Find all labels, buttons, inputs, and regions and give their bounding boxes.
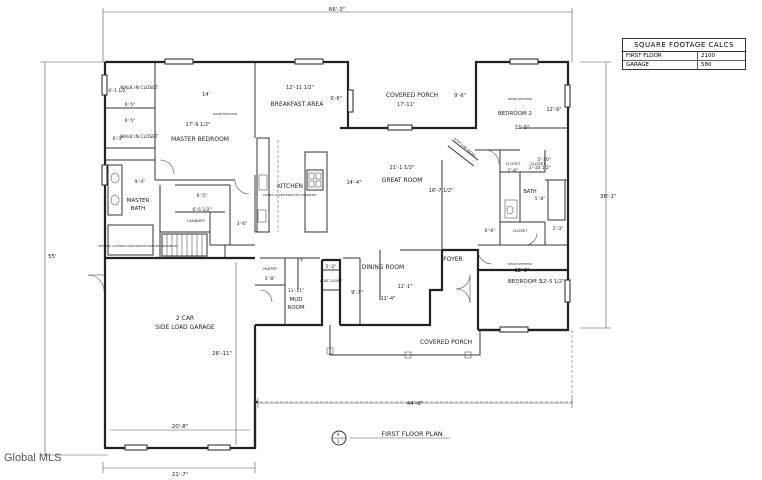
room-master-bath-2: BATH <box>131 206 146 212</box>
room-dining-room: DINING ROOM <box>362 264 404 271</box>
porch-note: ROOF LINE ABOVE <box>453 137 477 158</box>
dim-breakfast-d: 9'-6" <box>330 96 342 102</box>
north-arrow: A 1 <box>331 430 450 446</box>
bath-fixtures <box>107 164 566 256</box>
sqft-label: FIRST FLOOR <box>623 52 698 60</box>
room-closet-a: CLOSET <box>506 161 521 166</box>
room-garage-line2: SIDE LOAD GARAGE <box>155 324 215 331</box>
dim-bath2-d: 5'-8" <box>535 196 546 202</box>
dim-overall-width: 66'-3" <box>329 7 346 13</box>
svg-text:A: A <box>337 432 340 437</box>
porch-bottom <box>255 325 573 403</box>
windows <box>101 58 571 451</box>
room-foyer: FOYER <box>443 256 462 263</box>
dim-hall-w: 3'-6" <box>237 221 248 227</box>
room-closet-c: CLOSET <box>513 228 528 233</box>
sqft-value: 2100 <box>701 53 715 59</box>
watermark-logo: Global MLS <box>4 452 62 464</box>
dim-wic2-d: 6'-3" <box>113 136 124 142</box>
smoke-detector-1: SMOKE DETECTOR <box>213 112 237 116</box>
dim-breakfast-w: 12'-11 1/2" <box>286 85 314 91</box>
dimension-lines <box>40 8 611 473</box>
dim-right-depth: 38'-1" <box>600 194 617 200</box>
dim-bed2-w: 12'-5" <box>514 125 529 131</box>
dim-garage-depth: 26'-11" <box>212 351 232 357</box>
room-covered-porch-top: COVERED PORCH <box>386 92 438 99</box>
smoke-detector-2: SMOKE DETECTOR <box>508 97 532 101</box>
dim-great-d2: 16'-7 1/2" <box>429 188 454 194</box>
angled-wall <box>447 139 479 167</box>
kitchen-fixtures <box>256 137 328 233</box>
dim-laundry-w: 6'-5" <box>197 193 208 199</box>
dim-porch-d: 9'-6" <box>454 93 466 99</box>
svg-text:1: 1 <box>337 439 340 444</box>
room-great-room: GREAT ROOM <box>382 177 423 184</box>
plan-title: FIRST FLOOR PLAN <box>381 430 442 438</box>
dim-garage-inner-width: 20'-8" <box>172 424 189 430</box>
dim-laundry-w2: 6'-5 1/2" <box>192 207 211 213</box>
dim-closet-w2: 2'-10 1/2" <box>529 165 551 171</box>
interior-walls <box>105 62 568 325</box>
sqft-label: GARAGE <box>623 61 698 69</box>
sqft-value: 580 <box>701 62 712 68</box>
dim-closet-w1: 5'-10" <box>537 157 551 163</box>
dim-dining-w: 11'-4" <box>380 296 395 302</box>
dim-master-d: 17'-9 1/2" <box>186 122 211 128</box>
room-labels: BREAKFAST AREA COVERED PORCH BEDROOM 2 M… <box>120 85 546 346</box>
sqft-row-garage: GARAGE 580 <box>623 61 745 69</box>
sqft-row-first-floor: FIRST FLOOR 2100 <box>623 52 745 61</box>
dimension-labels: 66'-3" 55' 38'-1" 44'-8" 21'-7" 20'-8" 2… <box>48 7 617 478</box>
dim-bed3-d: 12'-5 1/2" <box>540 279 565 285</box>
dim-great-d: 14'-4" <box>346 180 361 186</box>
room-garage-line1: 2 CAR <box>176 315 194 322</box>
exterior-walls <box>103 60 570 450</box>
doors <box>87 149 538 304</box>
dim-wic1-d: 6'-1 1/2" <box>108 88 127 94</box>
dim-closet-d: 2'-3" <box>553 226 564 232</box>
dim-wic1-w: 6'-5" <box>125 102 136 108</box>
room-mud-room-line2: ROOM <box>287 305 304 311</box>
square-footage-table: SQUARE FOOTAGE CALCS FIRST FLOOR 2100 GA… <box>622 38 746 70</box>
dim-porch-w: 17'-11" <box>397 102 415 108</box>
room-coat-closet: COAT CLOSET <box>320 279 342 283</box>
room-pantry: PANTRY <box>263 267 277 271</box>
dim-dining-d2: 11'-1" <box>397 284 412 290</box>
room-master-bedroom: MASTER BEDROOM <box>171 136 229 143</box>
room-walk-in-closet-2: WALK IN CLOSET <box>120 134 158 140</box>
room-laundry: LAUNDRY <box>187 218 206 223</box>
stair <box>161 233 208 257</box>
dim-coat-d: 5'-2" <box>326 264 337 270</box>
dim-bed3-w: 12'-5" <box>514 268 529 274</box>
dim-great-w: 21'-1 1/2" <box>390 165 415 171</box>
room-mud-room-line1: MUD <box>289 297 302 303</box>
dim-lower-width: 44'-8" <box>407 401 424 407</box>
dim-coat-w: 4' <box>300 257 304 263</box>
dim-overall-depth: 55' <box>48 254 57 260</box>
room-master-bath-1: MASTER <box>127 198 150 204</box>
notes: FRONT COVER EDGE OF CABINETRY WET MOP 1 … <box>98 97 532 266</box>
dim-foyer-w: 6'-6" <box>485 228 496 234</box>
room-breakfast-area: BREAKFAST AREA <box>271 101 325 108</box>
room-bath: BATH <box>523 189 537 195</box>
dim-closet-w3: 2'-6" <box>508 168 519 174</box>
room-walk-in-closet-1: WALK IN CLOSET <box>120 85 158 91</box>
room-covered-porch-bottom: COVERED PORCH <box>420 339 472 346</box>
dim-dining-d: 9'-7" <box>351 290 363 296</box>
room-bedroom-2: BEDROOM 2 <box>498 111 532 117</box>
room-bedroom-3: BEDROOM 3 <box>508 279 542 285</box>
dim-garage-width: 21'-7" <box>172 472 189 478</box>
smoke-detector-3: SMOKE DETECTOR <box>508 262 532 266</box>
kitchen-note: FRONT COVER EDGE OF CABINETRY <box>263 193 317 197</box>
bath-note: WET MOP 1 SHOWER DOOR PROVIDE GRAB BAR W… <box>98 244 177 248</box>
dim-bath-w: 9'-4" <box>135 179 146 185</box>
dim-mud-w: 11'-11" <box>288 288 304 294</box>
dim-wic2-w: 6'-5" <box>125 118 136 124</box>
sqft-table-header: SQUARE FOOTAGE CALCS <box>623 39 745 52</box>
room-kitchen: KITCHEN <box>277 183 303 190</box>
dim-pantry-w: 3'-8" <box>265 276 276 282</box>
dim-bed2-d: 12'-9" <box>546 107 561 113</box>
dim-master-w: 14' <box>202 92 210 98</box>
room-closet-b: CLOSET <box>531 161 546 166</box>
